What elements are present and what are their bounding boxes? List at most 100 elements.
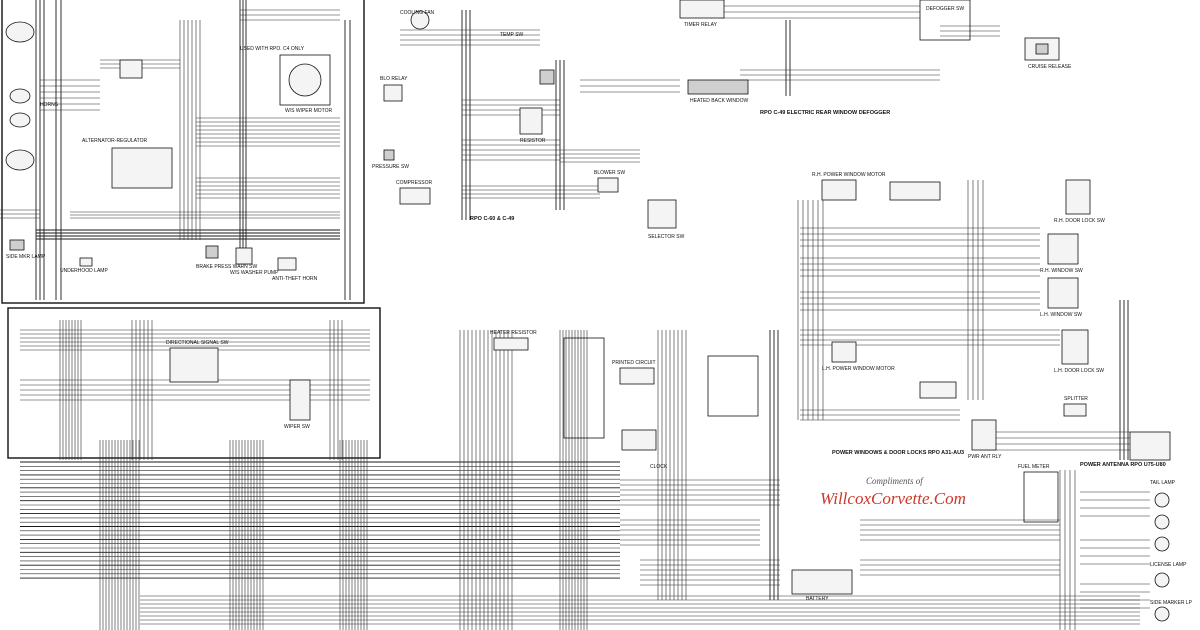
antenna-relay-icon (971, 419, 997, 451)
side-marker-lamp-icon (9, 239, 25, 251)
resistor-icon (519, 107, 543, 135)
label-rpo-c60: RPO C-60 & C-49 (470, 216, 514, 222)
underhood-lamp-icon (79, 257, 93, 267)
power-window-components (821, 179, 1171, 461)
credit-line-2: WillcoxCorvette.Com (820, 489, 966, 508)
washer-pump-icon (235, 247, 253, 265)
label-timer-relay: TIMER RELAY (684, 22, 718, 28)
heater-resistor-icon (493, 337, 529, 351)
brake-press-switch-icon (205, 245, 219, 259)
label-wiper-sw: WIPER SW (284, 424, 310, 430)
alternator-regulator-icon (111, 147, 173, 189)
rh-window-sw-body-icon (1047, 233, 1079, 265)
rh-window-switch-icon (889, 181, 941, 201)
headlamp-components (5, 21, 93, 267)
fuse-panel-icon (563, 337, 605, 439)
power-antenna-icon (1129, 431, 1171, 461)
label-lh-window-sw: L.H. WINDOW SW (1040, 312, 1082, 318)
label-fuel-meter: FUEL METER (1018, 464, 1050, 470)
printed-circuit-icon (619, 367, 655, 385)
label-printed-circuit: PRINTED CIRCUIT (612, 360, 656, 366)
rear-lamp-components (1154, 492, 1170, 622)
label-lh-door-lock: L.H. DOOR LOCK SW (1054, 368, 1104, 374)
cooling-fan-icon (410, 10, 430, 30)
rh-power-window-motor-icon (821, 179, 857, 201)
heated-back-window-icon (687, 79, 749, 95)
label-cd4: USED WITH RPO. C4 ONLY (240, 46, 305, 52)
label-rpo-c49: RPO C-49 ELECTRIC REAR WINDOW DEFOGGER (760, 110, 890, 116)
wiper-relay-icon (279, 54, 331, 106)
selector-switch-icon (647, 199, 677, 229)
label-heated-window: HEATED BACK WINDOW (690, 98, 749, 104)
label-cruise: CRUISE RELEASE (1028, 64, 1072, 70)
power-window-fuse-block-icon (919, 381, 957, 399)
label-alternator: ALTERNATOR-REGULATOR (82, 138, 147, 144)
wiper-motor-icon (288, 63, 322, 97)
label-clock: CLOCK (650, 464, 668, 470)
horn-icon (9, 112, 31, 128)
pressure-switch-icon (383, 149, 395, 161)
label-rh-window-sw: R.H. WINDOW SW (1040, 268, 1083, 274)
label-pwr-ant-rly: PWR ANT RLY (968, 454, 1002, 460)
temp-sender-icon (119, 59, 143, 79)
gauge-cluster-icon (707, 355, 759, 417)
label-lh-power-window: L.H. POWER WINDOW MOTOR (822, 366, 895, 372)
credit-block: Compliments of WillcoxCorvette.Com (820, 476, 966, 508)
credit-line-1: Compliments of (866, 476, 924, 486)
engine-compartment-frame (1, 0, 365, 304)
directional-signal-switch-icon (169, 347, 219, 383)
timer-relay-icon (679, 0, 725, 19)
label-underhood: UNDERHOOD LAMP (60, 268, 108, 274)
instrument-panel-frame (7, 307, 381, 459)
label-license-lamp: LICENSE LAMP (1150, 562, 1187, 568)
compressor-icon (399, 187, 431, 205)
label-side-marker-rh: SIDE MARKER LP (1150, 600, 1193, 606)
label-rh-door-lock: R.H. DOOR LOCK SW (1054, 218, 1105, 224)
tail-lamp-icon (1154, 514, 1170, 530)
label-horns: HORNS (40, 102, 59, 108)
tail-lamp-icon (1154, 492, 1170, 508)
lh-door-lock-icon (1061, 329, 1089, 365)
defogger-switch-icon (919, 0, 971, 41)
component-labels: HORNS ALTERNATOR-REGULATOR W/S WIPER MOT… (6, 6, 1193, 606)
lh-power-window-motor-icon (831, 341, 857, 363)
label-anti-theft: ANTI-THEFT HORN (272, 276, 318, 282)
tail-lamp-icon (1154, 536, 1170, 552)
anti-theft-horn-icon (277, 257, 297, 271)
label-blo-relay: BLO RELAY (380, 76, 408, 82)
label-splitter: SPLITTER (1064, 396, 1088, 402)
printed-circuit-lower-icon (621, 429, 657, 451)
blower-relay-icon (383, 84, 403, 102)
label-resistor: RESISTOR (520, 138, 546, 144)
label-blower-sw: BLOWER SW (594, 170, 625, 176)
hvac-components (383, 10, 677, 229)
label-cooling-fan: COOLING FAN (400, 10, 435, 16)
side-marker-lamp-icon (1154, 606, 1170, 622)
backup-lamp-icon (1154, 572, 1170, 588)
label-temp-sw: TEMP SW (500, 32, 524, 38)
label-power-windows: POWER WINDOWS & DOOR LOCKS RPO A31-AU3 (832, 450, 964, 456)
label-defogger-sw: DEFOGGER SW (926, 6, 964, 12)
blower-switch-icon (597, 177, 619, 193)
label-rh-power-window: R.H. POWER WINDOW MOTOR (812, 172, 886, 178)
wiper-switch-icon (289, 379, 311, 421)
label-heater-resistor: HEATER RESISTOR (490, 330, 537, 336)
label-side-mkr: SIDE MKR LAMP (6, 254, 46, 260)
label-power-antenna: POWER ANTENNA RPO U75-U80 (1080, 462, 1166, 468)
label-compressor: COMPRESSOR (396, 180, 433, 186)
label-selector-sw: SELECTOR SW (648, 234, 685, 240)
headlamp-upper-icon (5, 21, 35, 43)
horn-icon (9, 88, 31, 104)
blower-motor-icon (539, 69, 555, 85)
label-battery: BATTERY (806, 596, 829, 602)
defogger-components (679, 0, 1060, 95)
label-directional-sw: DIRECTIONAL SIGNAL SW (166, 340, 229, 346)
label-wiper-motor: W/S WIPER MOTOR (285, 108, 333, 114)
headlamp-lower-icon (5, 149, 35, 171)
rh-door-lock-switch-icon (1065, 179, 1091, 215)
label-ws-washer: W/S WASHER PUMP (230, 270, 279, 276)
splitter-icon (1063, 403, 1087, 417)
wire-bundles (0, 0, 1150, 630)
